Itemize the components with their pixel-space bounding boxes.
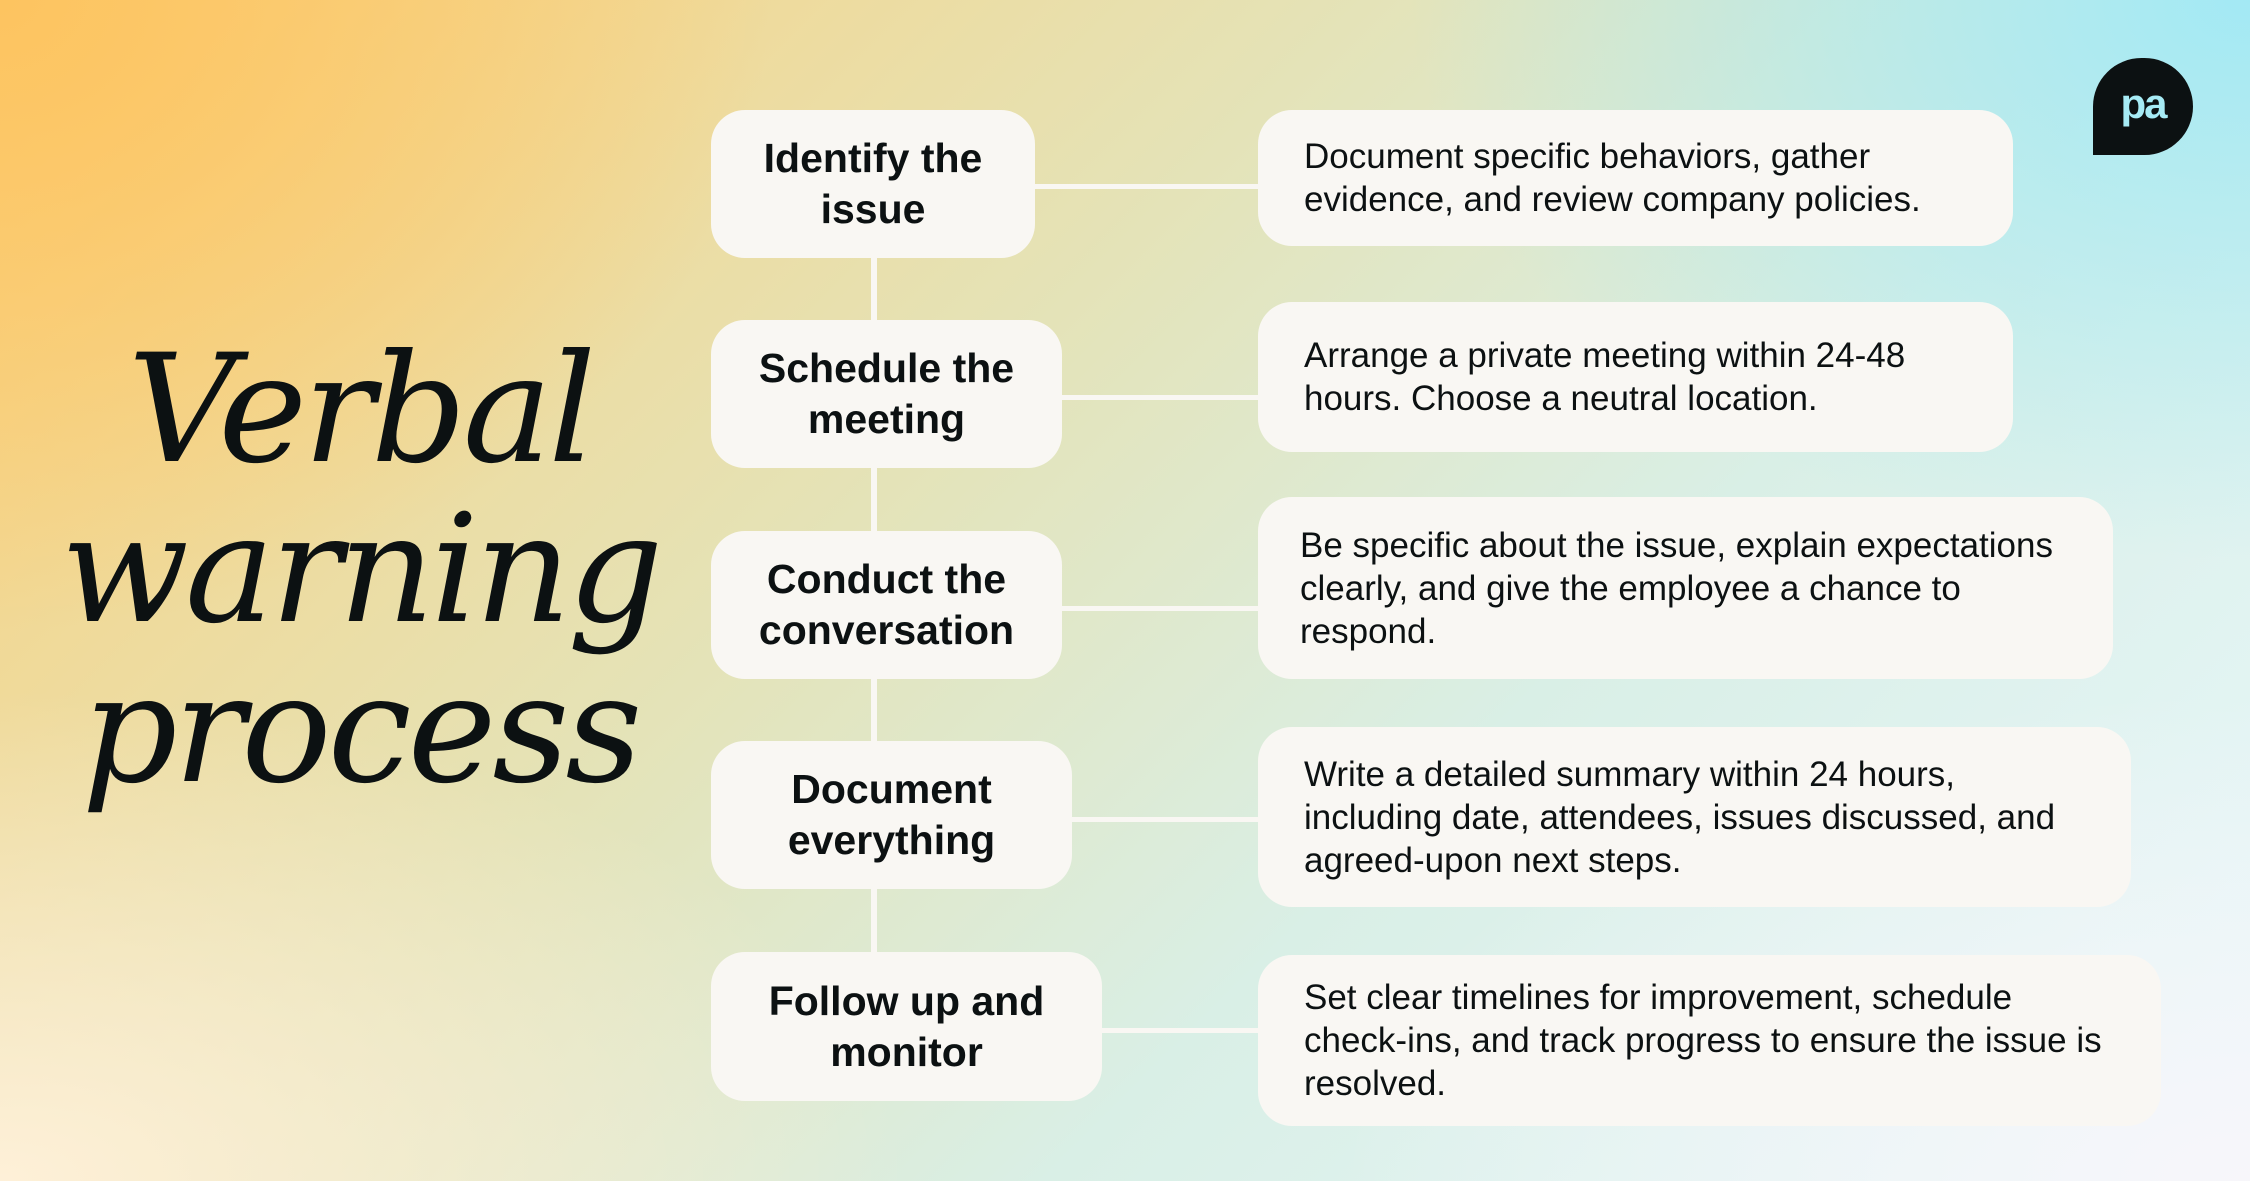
connector-horizontal-2 bbox=[1062, 395, 1258, 400]
connector-vertical-2 bbox=[871, 468, 877, 531]
step-label: Document everything bbox=[787, 766, 996, 863]
step-schedule-the-meeting: Schedule the meeting bbox=[711, 320, 1062, 468]
step-label: Schedule the meeting bbox=[758, 345, 1015, 442]
description-conduct-the-conversation: Be specific about the issue, explain exp… bbox=[1258, 497, 2113, 679]
description-text: Write a detailed summary within 24 hours… bbox=[1304, 754, 2056, 880]
title-line-2: warning bbox=[60, 483, 664, 657]
title-line-3: process bbox=[81, 643, 643, 817]
step-identify-the-issue: Identify the issue bbox=[711, 110, 1035, 258]
description-text: Document specific behaviors, gather evid… bbox=[1304, 137, 1921, 219]
step-label: Conduct the conversation bbox=[758, 556, 1015, 653]
page-title: Verbal warning process bbox=[60, 323, 664, 817]
connector-horizontal-1 bbox=[1035, 184, 1258, 189]
connector-vertical-1 bbox=[871, 258, 877, 320]
step-label: Follow up and monitor bbox=[768, 977, 1045, 1075]
description-follow-up-and-monitor: Set clear timelines for improvement, sch… bbox=[1258, 955, 2161, 1126]
connector-horizontal-3 bbox=[1062, 606, 1258, 611]
connector-vertical-4 bbox=[871, 889, 877, 952]
description-text: Set clear timelines for improvement, sch… bbox=[1304, 978, 2102, 1103]
step-document-everything: Document everything bbox=[711, 741, 1072, 889]
title-line-1: Verbal bbox=[127, 323, 596, 497]
step-label: Identify the issue bbox=[763, 135, 983, 232]
logo-text: pa bbox=[2120, 79, 2167, 127]
pa-logo-icon: pa bbox=[2093, 58, 2193, 155]
connector-horizontal-5 bbox=[1102, 1028, 1258, 1033]
connector-vertical-3 bbox=[871, 679, 877, 741]
step-follow-up-and-monitor: Follow up and monitor bbox=[711, 952, 1102, 1101]
description-document-everything: Write a detailed summary within 24 hours… bbox=[1258, 727, 2131, 907]
step-conduct-the-conversation: Conduct the conversation bbox=[711, 531, 1062, 679]
description-identify-the-issue: Document specific behaviors, gather evid… bbox=[1258, 110, 2013, 246]
description-text: Arrange a private meeting within 24-48 h… bbox=[1304, 336, 1906, 418]
description-schedule-the-meeting: Arrange a private meeting within 24-48 h… bbox=[1258, 302, 2013, 452]
description-text: Be specific about the issue, explain exp… bbox=[1300, 525, 2053, 651]
connector-horizontal-4 bbox=[1072, 817, 1258, 822]
